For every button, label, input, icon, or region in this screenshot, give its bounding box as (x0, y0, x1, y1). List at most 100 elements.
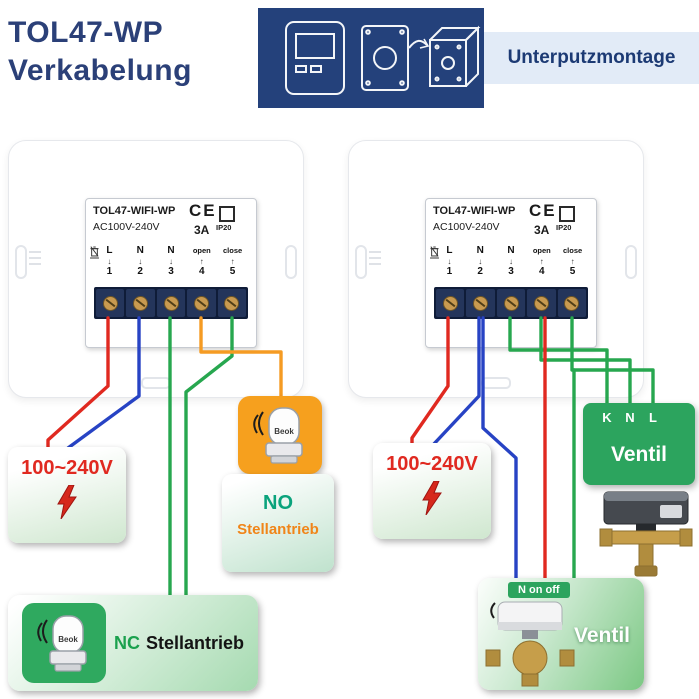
terminal-number: 2 (137, 266, 143, 277)
power-supply-label-right: 100~240V (373, 443, 491, 539)
terminal-block (434, 287, 588, 319)
no-actuator-label-box: NO Stellantrieb (222, 474, 334, 572)
ce-mark: CE (529, 201, 557, 220)
terminal-col-2: N↓2 (125, 245, 156, 278)
terminal-col-3: N↓3 (496, 245, 527, 278)
terminal-arrow-icon: ↓ (107, 257, 112, 266)
terminal-arrow-icon: ↑ (230, 257, 235, 266)
panel-side-mark (355, 245, 367, 279)
weee-bin-icon (90, 246, 99, 259)
valve-terminal-header: N on off (508, 582, 570, 598)
terminal-labels-row: L↓1 N↓2 N↓3 open↑4 close↑5 (94, 245, 248, 278)
ip-rating-label: IP20 (556, 223, 572, 232)
terminal-col-5: close ↑5 (217, 245, 248, 278)
valve-label: Ventil (574, 624, 631, 647)
power-supply-label-left: 100~240V (8, 447, 126, 543)
terminal-block (94, 287, 248, 319)
title-line1: TOL47-WP (8, 16, 164, 49)
terminal-label: open (532, 246, 551, 255)
nc-actuator-pad: Beok (22, 603, 106, 683)
wiring-module-left: TOL47-WIFI-WP CE IP20 AC100V-240V 3A L↓1… (85, 198, 257, 348)
voltage-range-label: 100~240V (21, 457, 113, 479)
terminal-number: 3 (508, 266, 514, 277)
weee-bin-icon (430, 246, 439, 259)
terminal-number: 2 (477, 266, 483, 277)
panel-side-mark (15, 245, 27, 279)
terminal-col-4: open↑4 (526, 245, 557, 278)
motorized-valve-image (599, 491, 693, 577)
terminal-screw (133, 295, 149, 311)
actuator-image: Beok (37, 615, 87, 672)
panel-side-mark (625, 245, 637, 279)
panel-vent-lines (29, 251, 41, 269)
terminal-cell (466, 289, 495, 317)
valve-terminal-n: N (625, 410, 635, 425)
panel-bottom-mark (141, 377, 171, 389)
wall-box-drawing (429, 25, 481, 87)
terminal-cell (187, 289, 216, 317)
terminal-arrow-icon: ↓ (508, 257, 513, 266)
actuator-cable-icon (37, 619, 48, 644)
voltage-range-label: 100~240V (386, 453, 478, 475)
valve-body (599, 524, 693, 577)
terminal-screw (473, 295, 489, 311)
terminal-number: 4 (539, 266, 545, 277)
terminal-label: L (446, 245, 453, 256)
terminal-number: 5 (569, 266, 576, 277)
actuator-body: Beok (49, 615, 87, 672)
terminal-col-5: close↑5 (557, 245, 588, 278)
enclosure-icon (559, 206, 575, 222)
terminal-label: N (476, 245, 484, 256)
wiring-module-right: TOL47-WIFI-WP CE IP20 AC100V-240V 3A L↓1… (425, 198, 597, 348)
voltage-label: AC100V-240V (93, 221, 160, 233)
terminal-number: 5 (229, 266, 236, 277)
terminal-label: N (136, 245, 144, 256)
no-actuator-pad: Beok (238, 396, 322, 474)
terminal-cell (126, 289, 155, 317)
wall-plate-drawing (361, 25, 430, 91)
terminal-cell (96, 289, 125, 317)
terminal-number: 1 (106, 266, 113, 277)
actuator-brand-label: Beok (274, 427, 294, 436)
current-label: 3A (534, 223, 550, 237)
nc-actuator-label: NC Stellantrieb (114, 595, 244, 691)
ip-rating-label: IP20 (216, 223, 232, 232)
terminal-col-1: L↓1 (94, 245, 125, 278)
terminal-number: 1 (446, 266, 453, 277)
title-line2: Verkabelung (8, 53, 192, 87)
terminal-arrow-icon: ↑ (199, 257, 204, 266)
valve-bottom-group: N on off Ventil (478, 578, 644, 690)
valve-label: Ventil (610, 443, 668, 466)
terminal-screw (564, 295, 580, 311)
terminal-screw (533, 295, 549, 311)
terminal-col-4: open↑4 (186, 245, 217, 278)
valve-terminal-box: K N L Ventil (583, 403, 695, 485)
nc-type-label: NC (114, 632, 140, 653)
panel-bottom-mark (481, 377, 511, 389)
valve-body (485, 640, 575, 687)
current-label: 3A (194, 223, 210, 237)
actuator-cable-icon (253, 411, 264, 436)
terminal-arrow-icon: ↓ (478, 257, 483, 266)
terminal-screw (193, 295, 209, 311)
no-type-label: NO (263, 492, 293, 514)
nc-text-label: Stellantrieb (146, 632, 245, 653)
mounting-illustration (258, 8, 484, 108)
panel-vent-lines (369, 251, 381, 269)
terminal-col-2: N↓2 (465, 245, 496, 278)
panel-side-mark (285, 245, 297, 279)
terminal-col-3: N↓3 (156, 245, 187, 278)
terminal-col-1: L↓1 (434, 245, 465, 278)
terminal-cell (527, 289, 556, 317)
terminal-arrow-icon: ↑ (570, 257, 575, 266)
valve-actuator (603, 491, 689, 525)
terminal-cell (156, 289, 186, 317)
mounting-label-area: Unterputzmontage (484, 8, 699, 108)
terminal-screw (503, 295, 519, 311)
terminal-label: open (192, 246, 211, 255)
terminal-label: close (222, 246, 243, 255)
mounting-label: Unterputzmontage (484, 32, 699, 84)
terminal-cell (496, 289, 526, 317)
nc-actuator-label-box: Beok NC Stellantrieb (8, 595, 258, 691)
